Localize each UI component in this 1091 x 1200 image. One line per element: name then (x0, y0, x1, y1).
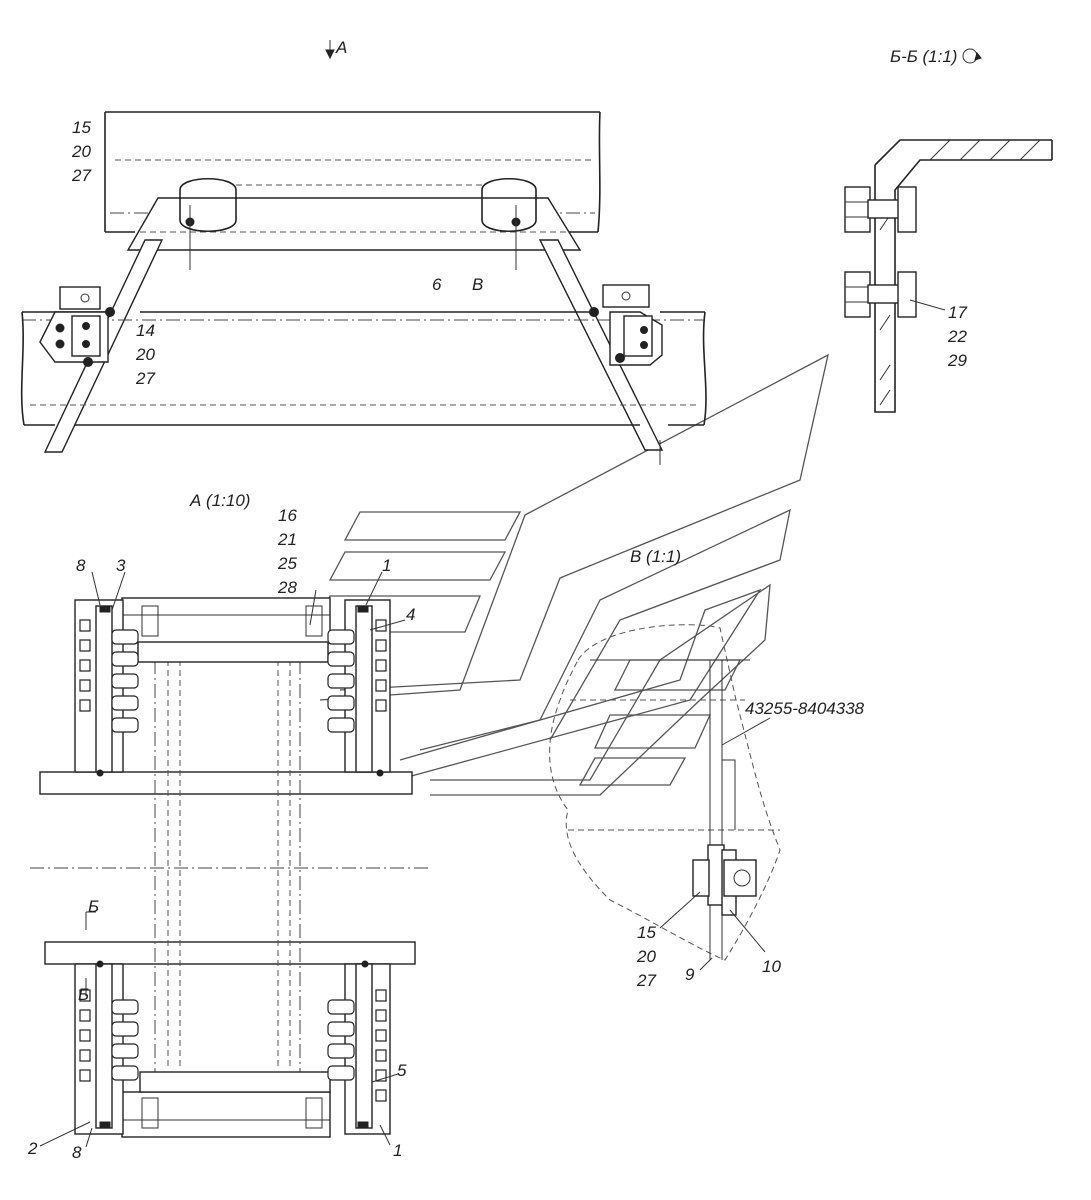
view-a-arrow (325, 40, 335, 60)
callout-view-v: В (472, 275, 483, 294)
view-a-marker: А (335, 38, 347, 57)
watermark-logo (314, 353, 829, 796)
callout-9: 9 (685, 965, 695, 984)
callout-21: 21 (277, 530, 297, 549)
section-bb-view (844, 48, 1053, 413)
callout-25: 25 (277, 554, 297, 573)
callout-8-bottom: 8 (72, 1143, 82, 1162)
callout-1-bottom: 1 (393, 1141, 402, 1160)
section-b-bottom-label: Б (78, 985, 89, 1004)
view-v (549, 624, 781, 971)
callout-27-left: 27 (135, 369, 155, 388)
callout-15-v: 15 (637, 923, 656, 942)
callout-27-top: 27 (71, 166, 91, 185)
callout-22: 22 (947, 327, 967, 346)
section-bb-title: Б-Б (1:1) (890, 47, 957, 66)
bb-bolt-upper (844, 186, 917, 233)
callout-27-v: 27 (636, 971, 656, 990)
section-b-top-label: Б (88, 897, 99, 916)
callout-10: 10 (762, 957, 781, 976)
callout-28: 28 (277, 578, 297, 597)
view-a-title: А (1:10) (189, 491, 250, 510)
callout-8-top: 8 (76, 556, 86, 575)
part-number-label: 43255-8404338 (745, 699, 865, 718)
callout-6: 6 (432, 275, 442, 294)
callout-20-left: 20 (135, 345, 155, 364)
callout-1-top: 1 (382, 556, 391, 575)
callout-2: 2 (27, 1139, 38, 1158)
callout-3: 3 (116, 556, 126, 575)
callout-15-top: 15 (72, 118, 91, 137)
callout-20-v: 20 (636, 947, 656, 966)
bb-bolt-lower (844, 271, 917, 318)
view-v-title: В (1:1) (630, 547, 681, 566)
top-view (20, 111, 707, 465)
labels: А Б-Б (1:1) А (1:10) В (1:1) Б Б 15 20 2… (27, 38, 967, 1162)
callout-14: 14 (136, 321, 155, 340)
callout-20-top: 20 (71, 142, 91, 161)
callout-17: 17 (948, 303, 967, 322)
callout-29: 29 (947, 351, 967, 370)
callout-5: 5 (397, 1061, 407, 1080)
view-a (30, 571, 430, 1148)
callout-16: 16 (278, 506, 297, 525)
rotate-icon (962, 48, 982, 64)
callout-4: 4 (406, 605, 415, 624)
